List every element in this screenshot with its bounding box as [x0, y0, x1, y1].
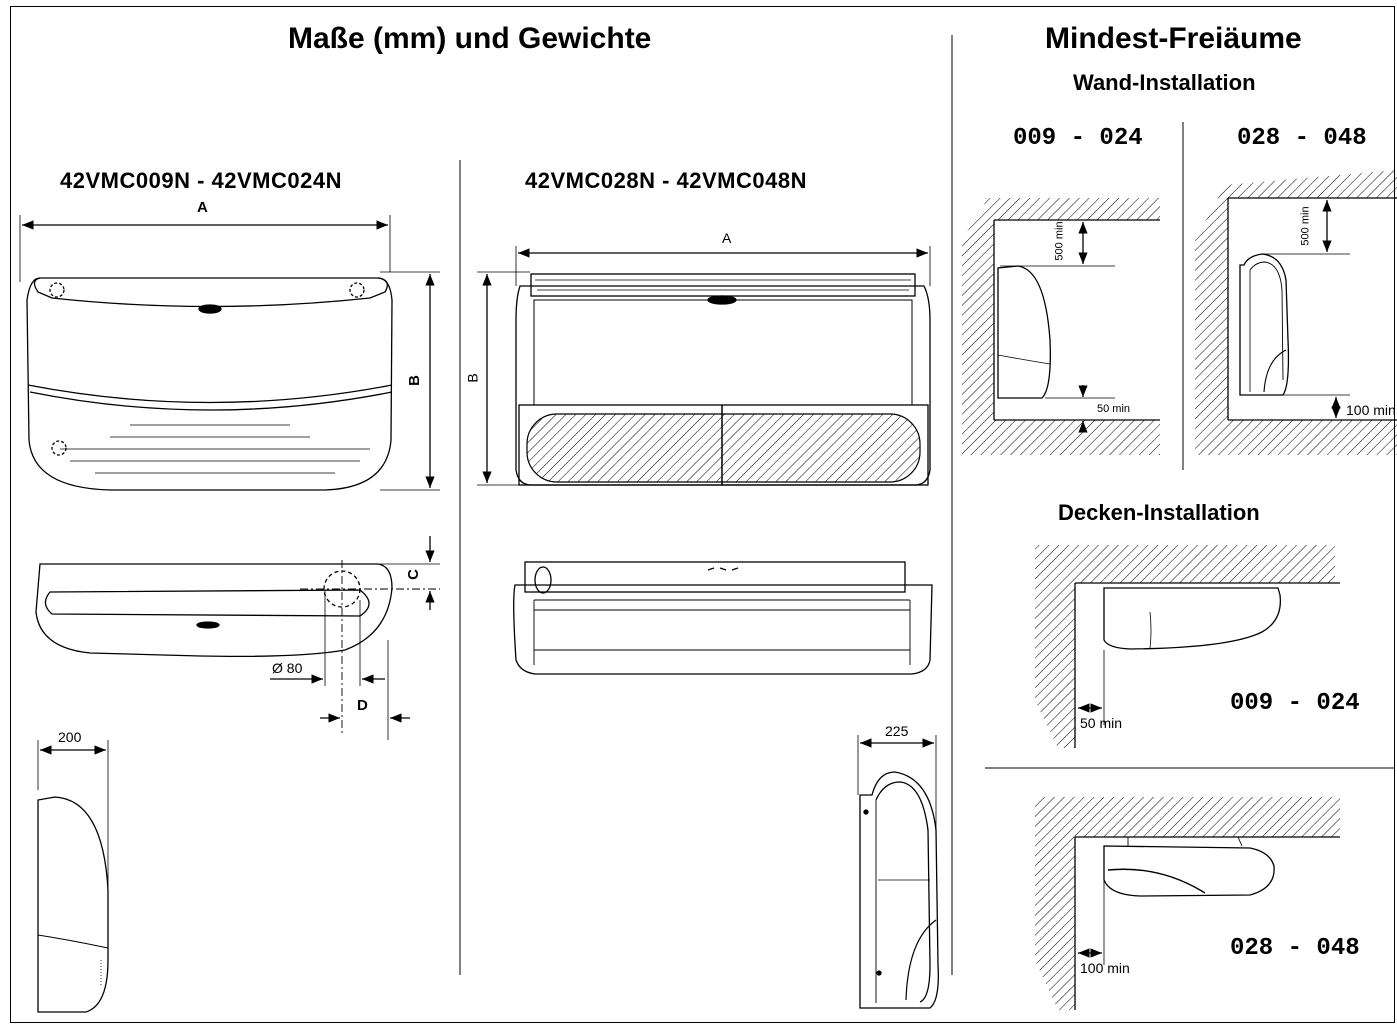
- large-unit-front-view: [515, 273, 931, 486]
- wall-large-clearance: [1195, 170, 1397, 455]
- large-unit-top-view: [513, 561, 933, 675]
- large-unit-side-view: [859, 771, 939, 1009]
- wall-large-top-clearance: 500 min: [1299, 206, 1312, 246]
- dim-d: D: [357, 697, 368, 714]
- ceiling-small-clearance-label: 50 min: [1080, 715, 1123, 731]
- wall-small-top-clearance: 500 min: [1053, 221, 1066, 261]
- small-unit-top-view: [35, 560, 393, 740]
- ceiling-small-clearance: [1035, 545, 1340, 748]
- dim-b-small: B: [405, 375, 423, 386]
- main-title: Maße (mm) und Gewichte: [288, 22, 652, 55]
- dim-c: C: [404, 569, 422, 580]
- small-unit-side-view: [37, 796, 109, 1013]
- dim-a-large: A: [722, 230, 732, 246]
- dim-a-small: A: [197, 199, 208, 216]
- wall-large-range: 028 - 048: [1237, 125, 1367, 152]
- model-large-label: 42VMC028N - 42VMC048N: [525, 168, 807, 193]
- ceiling-installation-title: Decken-Installation: [1058, 500, 1260, 525]
- ceiling-large-clearance: [1035, 797, 1340, 1010]
- wall-installation-title: Wand-Installation: [1073, 70, 1256, 95]
- ceiling-small-range: 009 - 024: [1230, 690, 1360, 717]
- small-unit-front-view: [26, 277, 393, 491]
- dim-depth-large: 225: [885, 723, 909, 739]
- model-small-label: 42VMC009N - 42VMC024N: [60, 168, 342, 193]
- ceiling-large-range: 028 - 048: [1230, 935, 1360, 962]
- wall-small-clearance: [962, 198, 1160, 455]
- ceiling-large-clearance-label: 100 min: [1080, 960, 1130, 976]
- clearance-title: Mindest-Freiäume: [1045, 22, 1302, 55]
- wall-large-bottom-clearance: 100 min: [1346, 402, 1396, 418]
- dim-diameter: Ø 80: [272, 660, 303, 676]
- wall-small-bottom-clearance: 50 min: [1097, 403, 1131, 415]
- wall-small-range: 009 - 024: [1013, 125, 1143, 152]
- dim-depth-small: 200: [58, 729, 82, 745]
- dim-b-large: B: [464, 373, 481, 383]
- page-frame: [10, 6, 1395, 1023]
